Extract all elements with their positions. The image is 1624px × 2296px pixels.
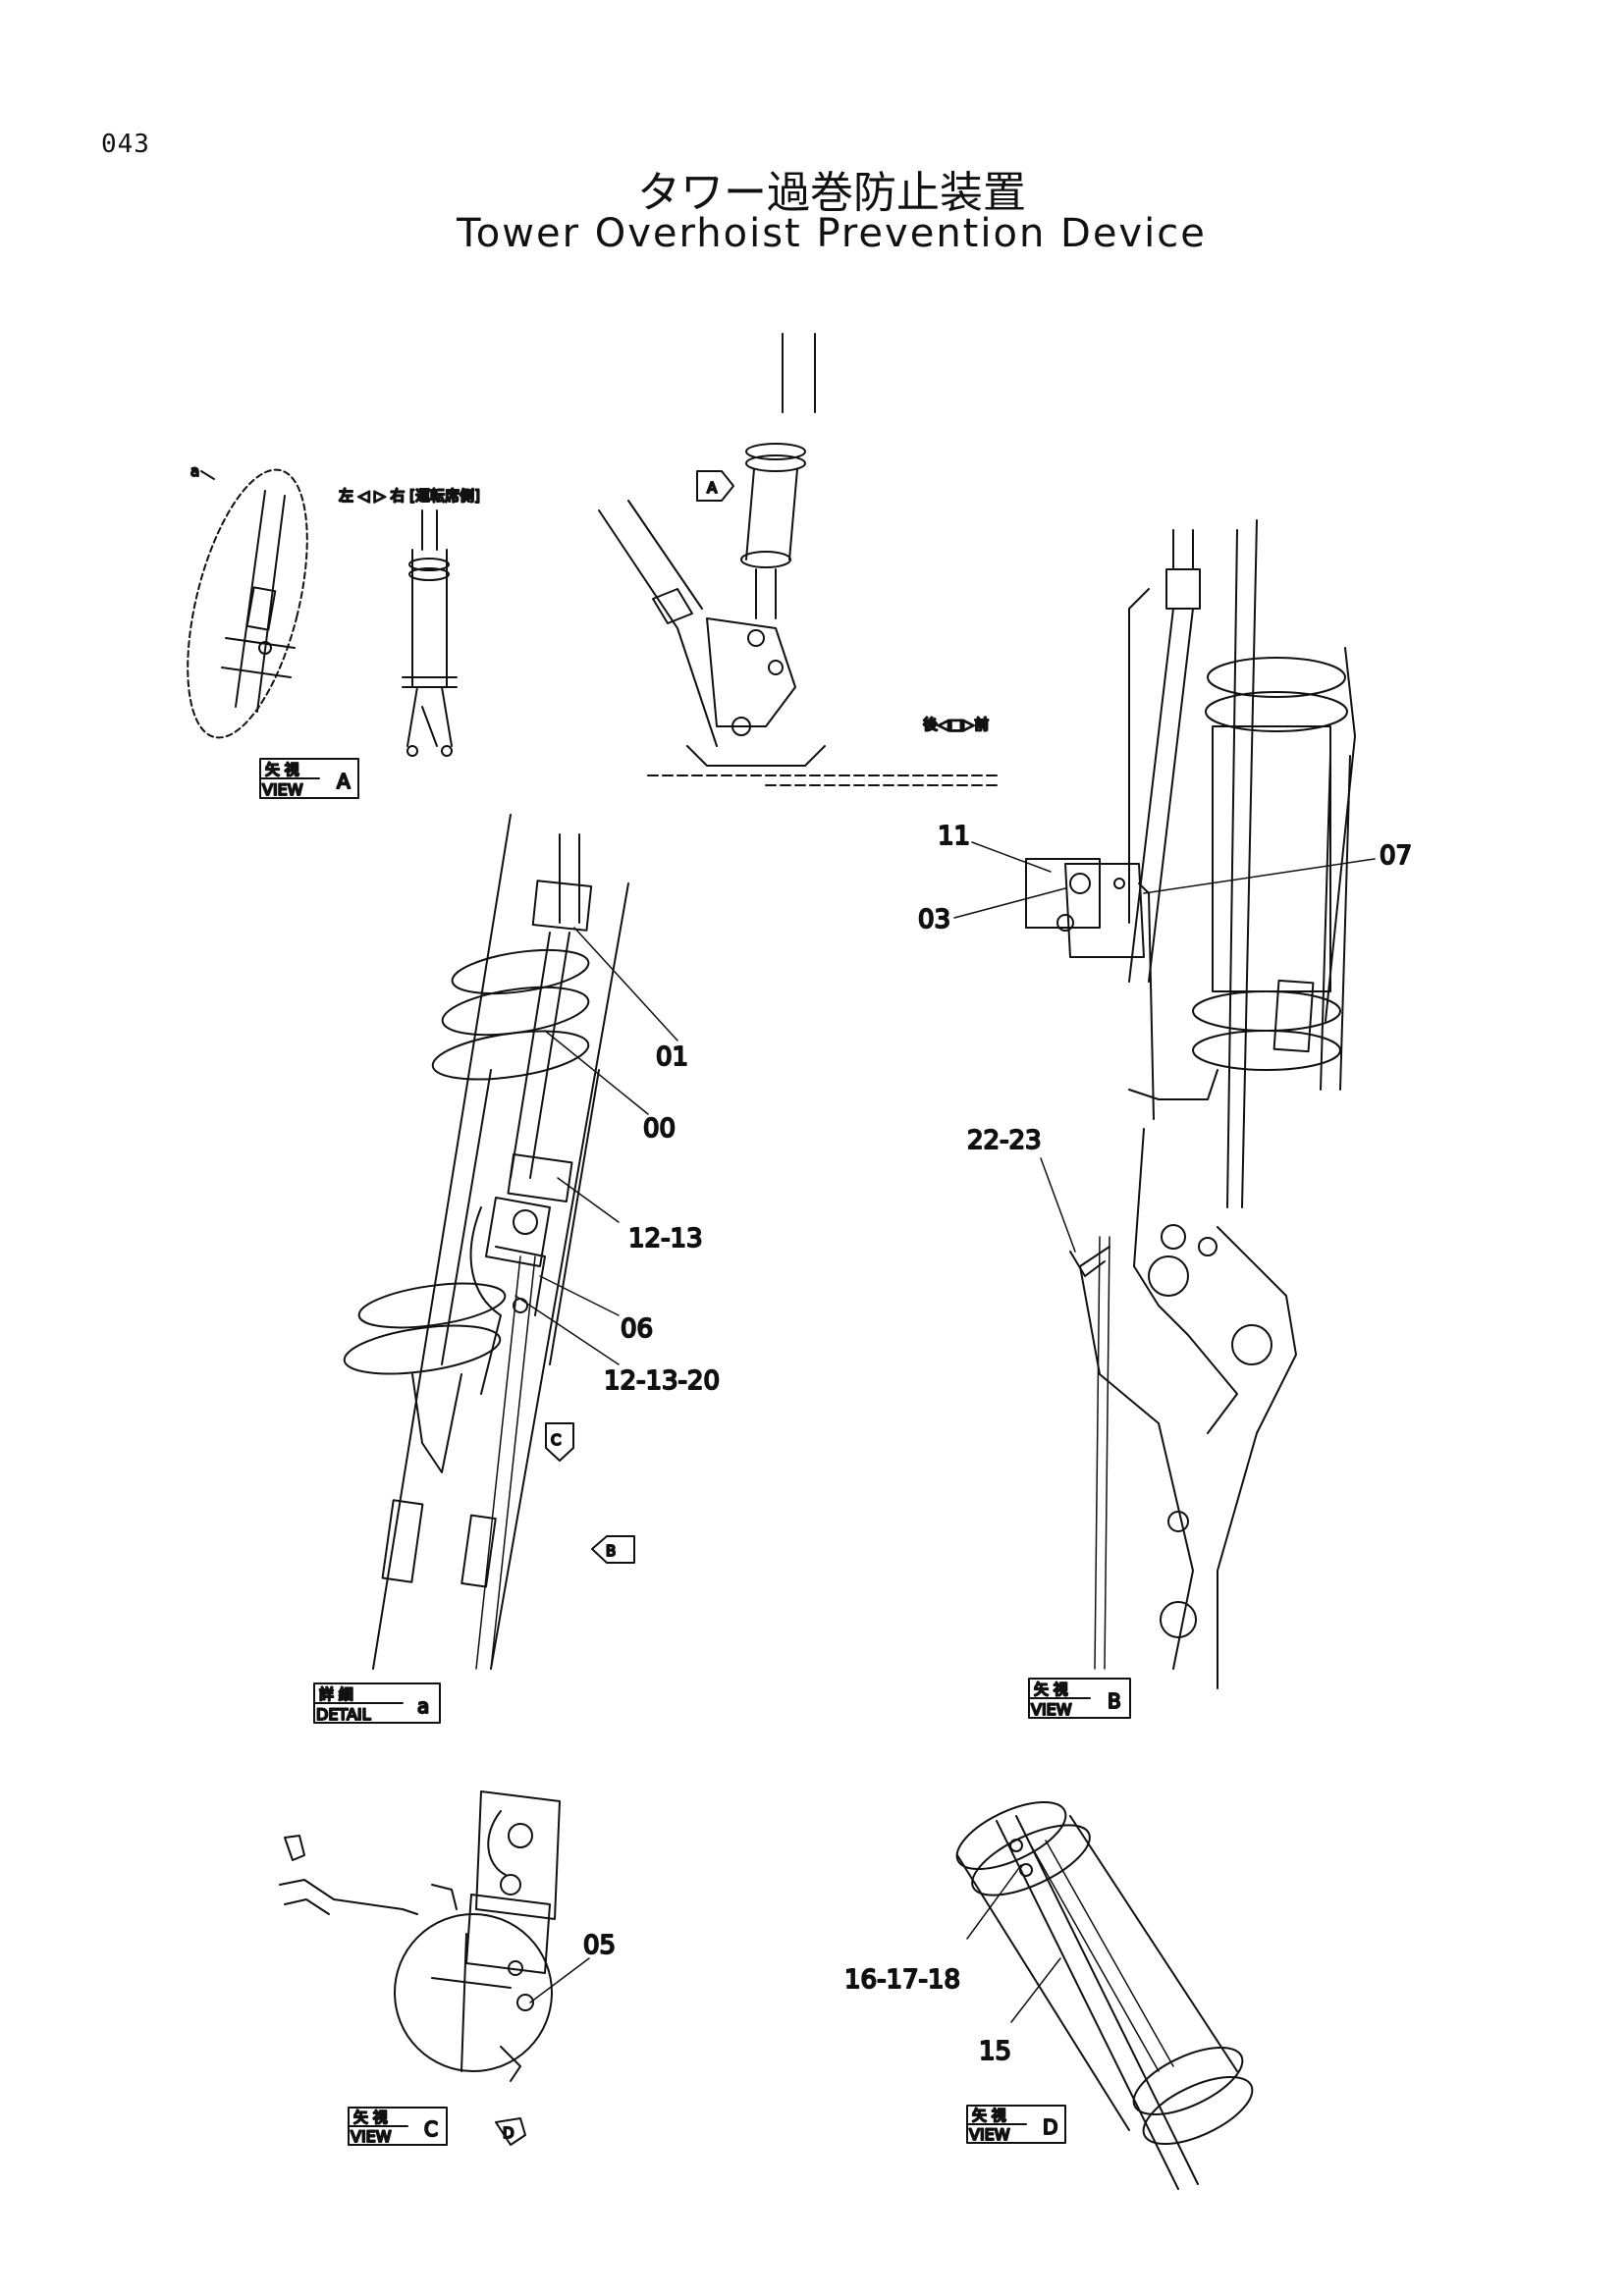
view-d-en: VIEW: [969, 2125, 1010, 2144]
detail-a-en: DETAIL: [316, 1705, 371, 1724]
part-label-07: 07: [1380, 841, 1412, 871]
part-label-01: 01: [656, 1042, 688, 1072]
view-c-arrow-letter: C: [551, 1431, 561, 1449]
view-d-figure: [955, 1800, 1254, 2190]
view-d-jp: 矢 視: [972, 2107, 1006, 2124]
side-note: 左 ◁ ▷ 右 [運転席側]: [339, 487, 480, 505]
view-b-arrow: [591, 1535, 635, 1564]
part-label-12-13: 12-13: [628, 1224, 703, 1254]
view-c-letter: C: [424, 2117, 438, 2141]
view-a-jp: 矢 視: [265, 761, 299, 778]
detail-a-marker: a: [190, 462, 199, 480]
page-number: 043: [101, 130, 150, 159]
part-label-15: 15: [979, 2037, 1011, 2066]
view-c-jp: 矢 視: [353, 2109, 388, 2126]
view-d-leaders: [966, 1864, 1061, 2023]
view-c-leaders: [529, 1957, 590, 2003]
view-c-label-box: [348, 2107, 448, 2146]
view-a-figure: [187, 468, 458, 757]
part-label-00: 00: [643, 1114, 676, 1144]
view-c-arrow: [545, 1422, 574, 1462]
page-title-japanese: タワー過巻防止装置: [637, 168, 1026, 218]
view-d-letter: D: [1043, 2115, 1057, 2139]
view-b-leaders: [953, 841, 1376, 1253]
part-label-06: 06: [621, 1314, 653, 1344]
direction-note: 後◁□▷前: [923, 716, 989, 733]
view-a-en: VIEW: [262, 780, 303, 799]
view-a-label-box: [259, 758, 359, 799]
view-b-letter: B: [1108, 1689, 1121, 1713]
detail-a-figure: [343, 814, 629, 1670]
part-label-16-17-18: 16-17-18: [844, 1965, 960, 1995]
view-b-jp: 矢 視: [1034, 1681, 1068, 1698]
detail-a-label-box: [313, 1682, 441, 1724]
part-label-22-23: 22-23: [967, 1126, 1042, 1155]
detail-a-leaders: [514, 927, 678, 1365]
view-b-label-box: [1028, 1678, 1131, 1719]
view-c-en: VIEW: [351, 2127, 392, 2146]
view-d-label-box: [966, 2105, 1066, 2144]
view-d-arrow: [495, 2117, 526, 2146]
page-title-english: Tower Overhoist Prevention Device: [457, 211, 1207, 256]
view-a-arrow-letter: A: [707, 479, 718, 497]
view-b-en: VIEW: [1031, 1700, 1072, 1719]
part-label-03: 03: [918, 905, 950, 934]
detail-a-jp: 詳 細: [319, 1685, 353, 1703]
detail-a-letter: a: [417, 1694, 429, 1718]
view-b-arrow-letter: B: [606, 1542, 616, 1560]
part-label-12-13-20: 12-13-20: [604, 1366, 720, 1396]
view-a-letter: A: [337, 770, 351, 793]
view-d-arrow-letter: D: [503, 2124, 514, 2142]
view-c-figure: [279, 1790, 561, 2082]
view-a-arrow: [696, 470, 734, 502]
top-center-figure: [598, 333, 1002, 786]
part-label-11: 11: [938, 822, 970, 851]
view-b-figure: [1025, 519, 1356, 1689]
part-label-05: 05: [583, 1931, 616, 1960]
